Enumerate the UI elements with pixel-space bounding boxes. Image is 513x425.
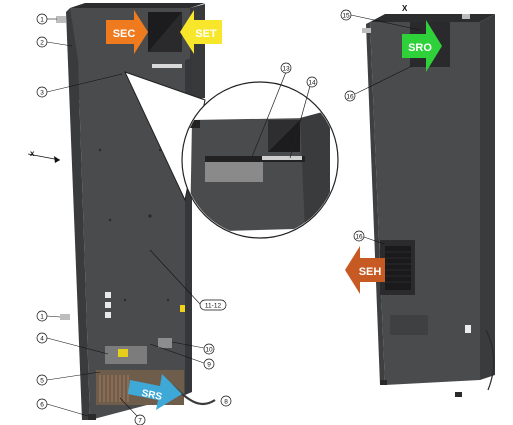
arrow-seh-shape	[345, 246, 385, 294]
left-cabinet-filter-slot	[152, 64, 182, 68]
svg-text:8: 8	[224, 398, 228, 405]
left-cabinet-bracket-upper	[56, 16, 66, 23]
left-cabinet-label-1	[105, 292, 111, 298]
svg-text:13: 13	[282, 65, 290, 72]
callout-11-12: 11-12	[149, 249, 227, 311]
detail-inset-panel	[205, 162, 263, 182]
svg-text:2: 2	[40, 39, 44, 46]
arrow-seh-label: SEH	[359, 266, 382, 278]
axis-mark-right-label: X	[402, 4, 408, 13]
svg-text:1: 1	[40, 313, 44, 320]
callouts: 1 2 3 13 14 15	[36, 9, 421, 425]
svg-text:4: 4	[40, 335, 44, 342]
svg-text:7: 7	[138, 417, 142, 424]
arrow-srs-shape	[128, 374, 182, 410]
callout-3: 3	[36, 73, 123, 98]
axis-mark-left: x	[27, 149, 61, 163]
arrow-sro-shape	[402, 20, 442, 72]
left-cabinet-body-face	[78, 60, 185, 420]
left-cabinet-valve	[158, 338, 172, 348]
callout-8: 8	[220, 395, 232, 407]
svg-text:1: 1	[40, 16, 44, 23]
right-cabinet-side-grille	[385, 246, 411, 290]
svg-text:16: 16	[355, 233, 363, 240]
svg-text:16: 16	[346, 93, 354, 100]
arrow-sec-label: SEC	[113, 28, 136, 40]
arrow-set-shape	[180, 10, 222, 54]
left-cabinet-label-3	[105, 312, 111, 318]
detail-inset	[124, 71, 339, 239]
arrow-srs: SRS	[128, 374, 182, 410]
callout-4: 4	[36, 332, 109, 355]
callout-16-side: 16	[353, 230, 385, 245]
callout-1-lower: 1	[36, 310, 61, 322]
arrow-sro-label: SRO	[408, 42, 432, 54]
arrow-sec: SEC	[106, 10, 148, 54]
left-cabinet-bottom-coil	[99, 375, 129, 402]
left-cabinet-label-2	[105, 302, 111, 308]
left-cabinet-bracket-lower	[60, 314, 70, 320]
right-cabinet-cable	[485, 329, 495, 391]
left-cabinet-cap	[70, 3, 205, 8]
svg-text:15: 15	[342, 12, 350, 19]
callout-14: 14	[306, 76, 318, 88]
axis-mark-left-arrowhead	[54, 156, 60, 163]
callout-16-top: 16	[344, 65, 413, 102]
arrow-sec-shape	[106, 10, 148, 54]
arrow-sro: SRO	[402, 20, 442, 72]
callout-10: 10	[171, 341, 215, 355]
right-cabinet-lower-panel	[390, 315, 428, 335]
callout-13: 13	[280, 62, 292, 74]
callout-15: 15	[340, 9, 421, 31]
right-cabinet	[362, 14, 495, 397]
axis-mark-right: X	[402, 4, 408, 13]
svg-text:6: 6	[40, 401, 44, 408]
left-cabinet-left-edge	[66, 8, 90, 420]
right-cabinet-bracket-right	[462, 14, 470, 19]
axis-mark-left-label: x	[30, 149, 35, 158]
right-cabinet-foot-left	[380, 380, 387, 385]
right-cabinet-tag	[465, 325, 471, 333]
callout-6: 6	[36, 398, 89, 417]
arrow-set-label: SET	[195, 28, 217, 40]
left-cabinet-pump-label	[118, 349, 128, 357]
svg-text:5: 5	[40, 377, 44, 384]
svg-text:14: 14	[308, 79, 316, 86]
right-cabinet-foot-right	[455, 392, 462, 397]
callout-9: 9	[149, 343, 215, 370]
right-cabinet-bracket-left	[362, 28, 371, 33]
svg-text:3: 3	[40, 89, 44, 96]
callout-2: 2	[36, 36, 73, 48]
arrow-seh: SEH	[345, 246, 385, 294]
left-cabinet-foot	[88, 414, 96, 420]
svg-text:11-12: 11-12	[205, 302, 222, 309]
left-cabinet-warning-label	[180, 305, 185, 312]
detail-inset-filter	[262, 156, 302, 160]
callout-7: 7	[119, 397, 146, 425]
callout-1-top: 1	[36, 13, 57, 25]
right-cabinet-side	[480, 14, 495, 380]
right-cabinet-cap	[370, 14, 495, 22]
arrow-srs-label: SRS	[140, 388, 163, 403]
svg-text:9: 9	[207, 361, 211, 368]
callout-5: 5	[36, 371, 101, 386]
arrow-set: SET	[180, 10, 222, 54]
svg-text:10: 10	[205, 346, 213, 353]
detail-inset-filter-slot	[205, 156, 305, 162]
left-cabinet	[56, 3, 216, 420]
